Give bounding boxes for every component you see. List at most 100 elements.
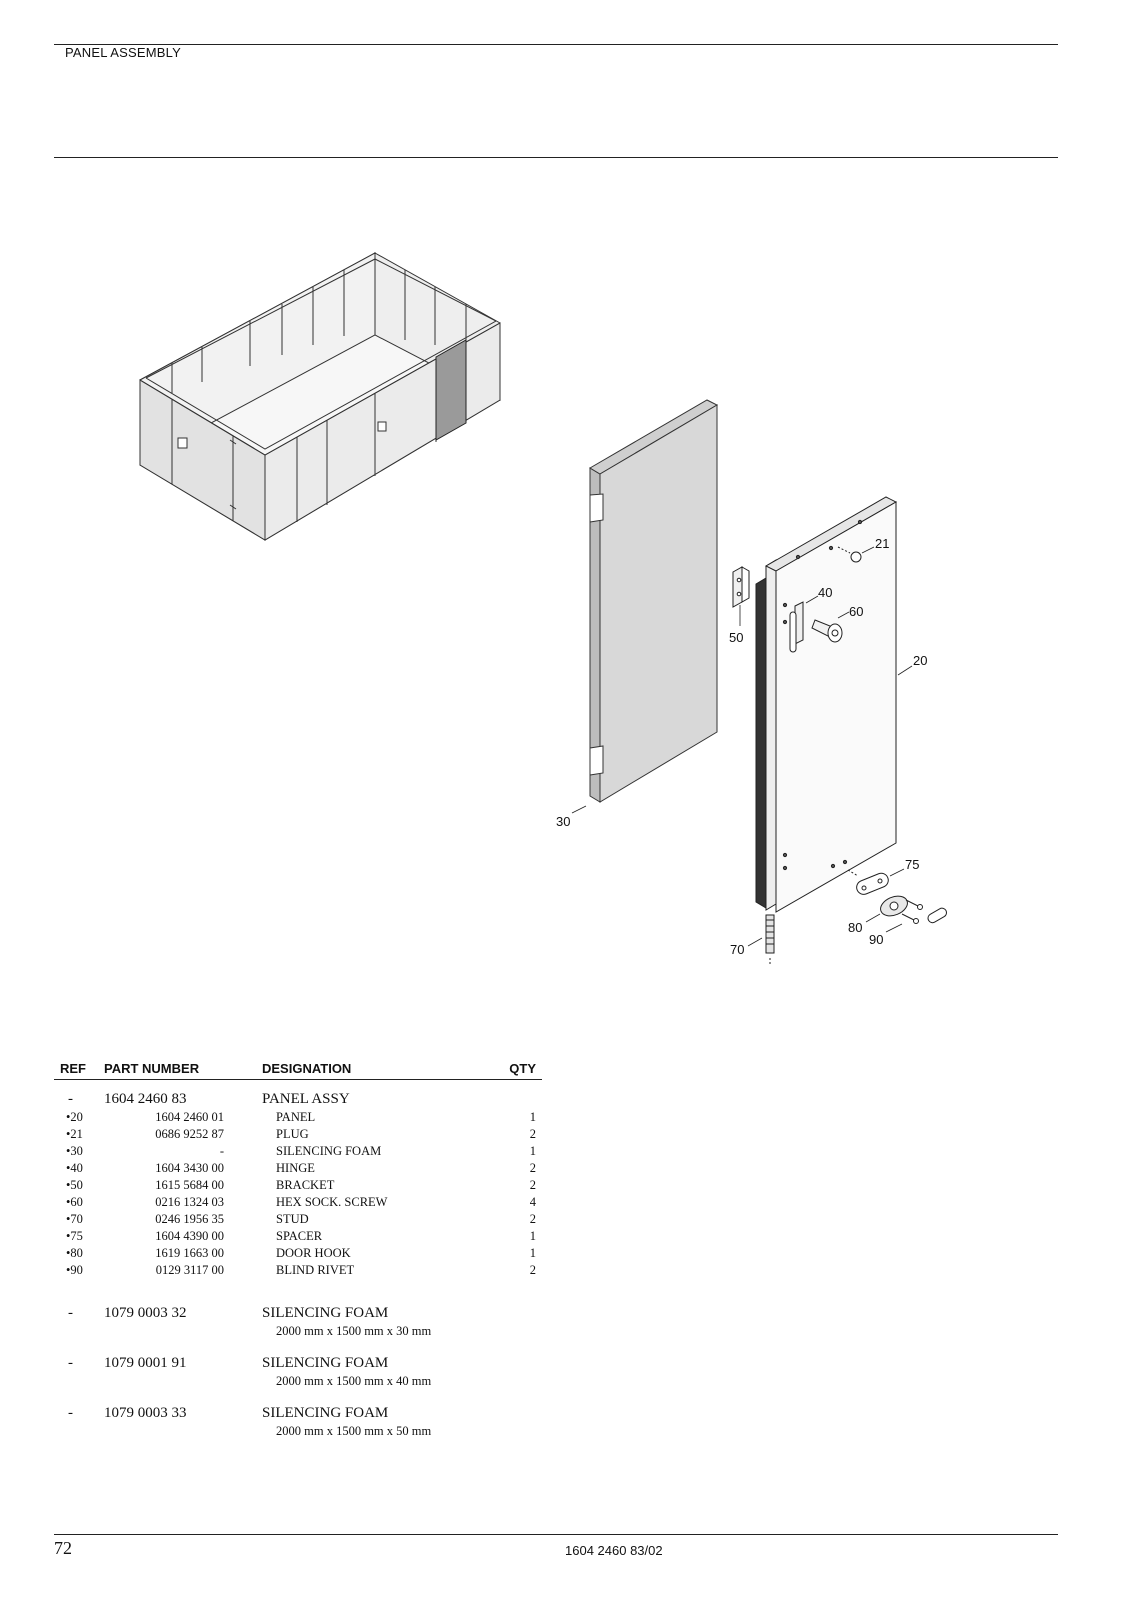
item-qty: 1 bbox=[529, 1246, 536, 1260]
foam-qty bbox=[497, 1344, 542, 1374]
col-ref: REF bbox=[54, 1057, 104, 1080]
assembly-ref: - bbox=[68, 1091, 73, 1107]
item-designation: BRACKET bbox=[276, 1178, 335, 1192]
item-part-number: 0246 1956 35 bbox=[155, 1212, 224, 1226]
item-ref: •60 bbox=[66, 1195, 83, 1209]
col-designation: DESIGNATION bbox=[262, 1057, 497, 1080]
foam-dims-row: 2000 mm x 1500 mm x 30 mm bbox=[54, 1324, 542, 1344]
table-row: •75 1604 4390 00 SPACER 1 bbox=[54, 1229, 542, 1246]
item-qty: 1 bbox=[529, 1144, 536, 1158]
item-part-number: 1619 1663 00 bbox=[155, 1246, 224, 1260]
foam-ref: - bbox=[68, 1355, 73, 1371]
header-rule-bottom bbox=[54, 157, 1058, 158]
callout-40: 40 bbox=[818, 585, 832, 600]
table-row: •80 1619 1663 00 DOOR HOOK 1 bbox=[54, 1246, 542, 1263]
foam-panel bbox=[589, 399, 719, 803]
item-part-number: 0216 1324 03 bbox=[155, 1195, 224, 1209]
item-ref: •40 bbox=[66, 1161, 83, 1175]
table-row: •90 0129 3117 00 BLIND RIVET 2 bbox=[54, 1263, 542, 1280]
item-qty: 2 bbox=[529, 1127, 536, 1141]
callout-labels: 21 40 60 50 20 30 75 80 90 70 bbox=[556, 536, 927, 957]
foam-designation: SILENCING FOAM bbox=[262, 1305, 389, 1321]
page-title: PANEL ASSEMBLY bbox=[65, 45, 181, 60]
item-designation: DOOR HOOK bbox=[276, 1246, 351, 1260]
footer-rule bbox=[54, 1534, 1058, 1535]
foam-dims-row: 2000 mm x 1500 mm x 40 mm bbox=[54, 1374, 542, 1394]
item-qty: 4 bbox=[529, 1195, 536, 1209]
item-qty: 2 bbox=[529, 1212, 536, 1226]
assembly-part-number: 1604 2460 83 bbox=[104, 1091, 187, 1107]
table-row: •50 1615 5684 00 BRACKET 2 bbox=[54, 1178, 542, 1195]
foam-part-number: 1079 0001 91 bbox=[104, 1355, 187, 1371]
item-designation: SPACER bbox=[276, 1229, 323, 1243]
item-part-number: 0686 9252 87 bbox=[155, 1127, 224, 1141]
item-designation: SILENCING FOAM bbox=[276, 1144, 382, 1158]
assembly-designation: PANEL ASSY bbox=[262, 1091, 350, 1107]
item-part-number: 1604 2460 01 bbox=[155, 1110, 224, 1124]
item-part-number: - bbox=[219, 1144, 224, 1158]
foam-qty bbox=[497, 1394, 542, 1424]
foam-part-number: 1079 0003 32 bbox=[104, 1305, 187, 1321]
table-row: •70 0246 1956 35 STUD 2 bbox=[54, 1212, 542, 1229]
item-ref: •30 bbox=[66, 1144, 83, 1158]
item-designation: STUD bbox=[276, 1212, 309, 1226]
hardware-parts bbox=[732, 546, 948, 966]
enclosure-isometric bbox=[139, 252, 501, 541]
foam-designation: SILENCING FOAM bbox=[262, 1405, 389, 1421]
foam-dimensions: 2000 mm x 1500 mm x 40 mm bbox=[276, 1374, 432, 1388]
assembly-qty bbox=[497, 1080, 542, 1111]
callout-80: 80 bbox=[848, 920, 862, 935]
item-designation: HINGE bbox=[276, 1161, 315, 1175]
table-row: •40 1604 3430 00 HINGE 2 bbox=[54, 1161, 542, 1178]
header-rule-top bbox=[54, 44, 1058, 45]
callout-60: 60 bbox=[849, 604, 863, 619]
callout-30: 30 bbox=[556, 814, 570, 829]
panel-frame bbox=[755, 496, 898, 913]
callout-21: 21 bbox=[875, 536, 889, 551]
item-ref: •75 bbox=[66, 1229, 83, 1243]
callout-leaders bbox=[571, 546, 913, 947]
item-qty: 1 bbox=[529, 1229, 536, 1243]
callout-70: 70 bbox=[730, 942, 744, 957]
table-row: •60 0216 1324 03 HEX SOCK. SCREW 4 bbox=[54, 1195, 542, 1212]
table-header-row: REF PART NUMBER DESIGNATION QTY bbox=[54, 1057, 542, 1080]
table-row: •21 0686 9252 87 PLUG 2 bbox=[54, 1127, 542, 1144]
foam-row: - 1079 0003 32 SILENCING FOAM bbox=[54, 1294, 542, 1324]
foam-dimensions: 2000 mm x 1500 mm x 50 mm bbox=[276, 1424, 432, 1438]
foam-dims-row: 2000 mm x 1500 mm x 50 mm bbox=[54, 1424, 542, 1444]
item-ref: •70 bbox=[66, 1212, 83, 1226]
foam-row: - 1079 0003 33 SILENCING FOAM bbox=[54, 1394, 542, 1424]
item-designation: PLUG bbox=[276, 1127, 309, 1141]
item-ref: •80 bbox=[66, 1246, 83, 1260]
item-qty: 2 bbox=[529, 1161, 536, 1175]
item-qty: 1 bbox=[529, 1110, 536, 1124]
parts-table: REF PART NUMBER DESIGNATION QTY - 1604 2… bbox=[54, 1057, 542, 1444]
foam-qty bbox=[497, 1294, 542, 1324]
foam-part-number: 1079 0003 33 bbox=[104, 1405, 187, 1421]
item-ref: •21 bbox=[66, 1127, 83, 1141]
assembly-row: - 1604 2460 83 PANEL ASSY bbox=[54, 1080, 542, 1111]
item-ref: •50 bbox=[66, 1178, 83, 1192]
callout-50: 50 bbox=[729, 630, 743, 645]
callout-75: 75 bbox=[905, 857, 919, 872]
item-ref: •20 bbox=[66, 1110, 83, 1124]
item-part-number: 1604 3430 00 bbox=[155, 1161, 224, 1175]
item-ref: •90 bbox=[66, 1263, 83, 1277]
page-number: 72 bbox=[54, 1538, 72, 1558]
foam-dimensions: 2000 mm x 1500 mm x 30 mm bbox=[276, 1324, 432, 1338]
col-part-number: PART NUMBER bbox=[104, 1057, 262, 1080]
callout-20: 20 bbox=[913, 653, 927, 668]
exploded-view-illustration: 21 40 60 50 20 30 75 80 90 70 bbox=[139, 252, 948, 966]
document-number: 1604 2460 83/02 bbox=[565, 1543, 663, 1558]
foam-row: - 1079 0001 91 SILENCING FOAM bbox=[54, 1344, 542, 1374]
foam-ref: - bbox=[68, 1405, 73, 1421]
foam-ref: - bbox=[68, 1305, 73, 1321]
item-qty: 2 bbox=[529, 1178, 536, 1192]
item-part-number: 1604 4390 00 bbox=[155, 1229, 224, 1243]
table-row: •30 - SILENCING FOAM 1 bbox=[54, 1144, 542, 1161]
table-spacer bbox=[54, 1280, 542, 1294]
item-part-number: 0129 3117 00 bbox=[155, 1263, 224, 1277]
item-designation: BLIND RIVET bbox=[276, 1263, 355, 1277]
foam-designation: SILENCING FOAM bbox=[262, 1355, 389, 1371]
item-designation: HEX SOCK. SCREW bbox=[276, 1195, 388, 1209]
